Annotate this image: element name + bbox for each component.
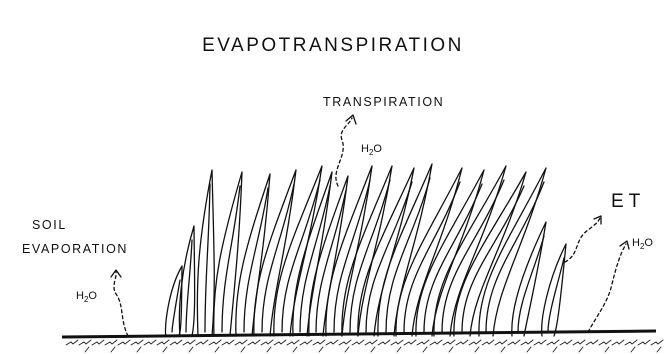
soil-stroke [365,340,377,345]
transpiration-vapor-arrow [336,115,356,186]
soil-stroke [339,340,351,345]
diagram-title: EVAPOTRANSPIRATION [202,35,464,56]
soil-stroke [501,347,505,352]
transpiration-label: TRANSPIRATION [323,95,444,109]
soil-stroke [170,340,182,345]
soil-stroke [313,340,325,345]
grass-blade-rib [548,258,564,332]
soil-stroke [527,347,531,352]
soil-stroke [417,340,429,345]
soil-stroke [189,347,193,352]
grass-blade [542,244,566,336]
et-vapor-arrow-upper [565,216,601,262]
soil-stroke [326,340,338,345]
soil-stroke [605,347,609,352]
soil-stroke [157,340,169,345]
soil-stroke [241,347,245,352]
et-label: ET [611,191,645,212]
soil-stroke [423,347,427,352]
h2o-label-et: H2O [632,237,653,251]
soil-stroke [163,347,167,352]
soil-stroke [371,347,375,352]
soil-stroke [508,340,520,345]
et-vapor-arrow-lower [588,241,629,332]
soil-stroke [378,340,390,345]
soil-stroke [267,347,271,352]
soil-stroke [521,340,533,345]
soil-stroke [553,347,557,352]
soil-stroke [215,347,219,352]
soil-stroke [547,340,559,345]
soil-stroke [248,340,260,345]
soil-hatching [66,340,663,352]
soil-stroke [209,340,221,345]
soil-stroke [651,340,663,345]
h2o-label-soil: H2O [76,290,97,304]
soil-stroke [599,340,611,345]
soil-stroke [430,340,442,345]
soil-stroke [638,340,650,345]
soil-stroke [482,340,494,345]
soil-stroke [586,340,598,345]
soil-stroke [657,347,661,352]
soil-stroke [235,340,247,345]
soil-stroke [79,340,91,345]
soil-stroke [397,347,401,352]
soil-evaporation-label-line1: SOIL [32,218,67,232]
plant-leaves [165,164,566,336]
soil-stroke [345,347,349,352]
soil-stroke [319,347,323,352]
soil-stroke [573,340,585,345]
soil-stroke [443,340,455,345]
soil-stroke [475,347,479,352]
soil-stroke [560,340,572,345]
grass-blade [434,166,506,336]
soil-stroke [579,347,583,352]
soil-stroke [118,340,130,345]
h2o-label-transpiration: H2O [361,143,382,157]
soil-stroke [196,340,208,345]
soil-stroke [612,340,624,345]
soil-stroke [274,340,286,345]
soil-stroke [92,340,104,345]
soil-evaporation-label-line2: EVAPORATION [22,242,128,256]
soil-stroke [111,347,115,352]
soil-stroke [300,340,312,345]
soil-stroke [287,340,299,345]
soil-stroke [534,340,546,345]
soil-stroke [391,340,403,345]
soil-stroke [352,340,364,345]
soil-stroke [105,340,117,345]
soil-stroke [456,340,468,345]
soil-stroke [631,347,635,352]
soil-stroke [85,347,89,352]
soil-stroke [66,340,78,345]
grass-blade-rib [518,236,544,332]
grass-blade [454,172,526,336]
soil-stroke [449,347,453,352]
soil-stroke [144,340,156,345]
soil-stroke [404,340,416,345]
soil-stroke [469,340,481,345]
soil-stroke [293,347,297,352]
soil-stroke [625,340,637,345]
soil-stroke [261,340,273,345]
soil-stroke [137,347,141,352]
soil-stroke [183,340,195,345]
soil-stroke [222,340,234,345]
soil-vapor-arrow [111,270,128,336]
grass-blade [214,172,242,336]
soil-stroke [131,340,143,345]
soil-stroke [495,340,507,345]
grass-blade-rib [316,190,346,332]
